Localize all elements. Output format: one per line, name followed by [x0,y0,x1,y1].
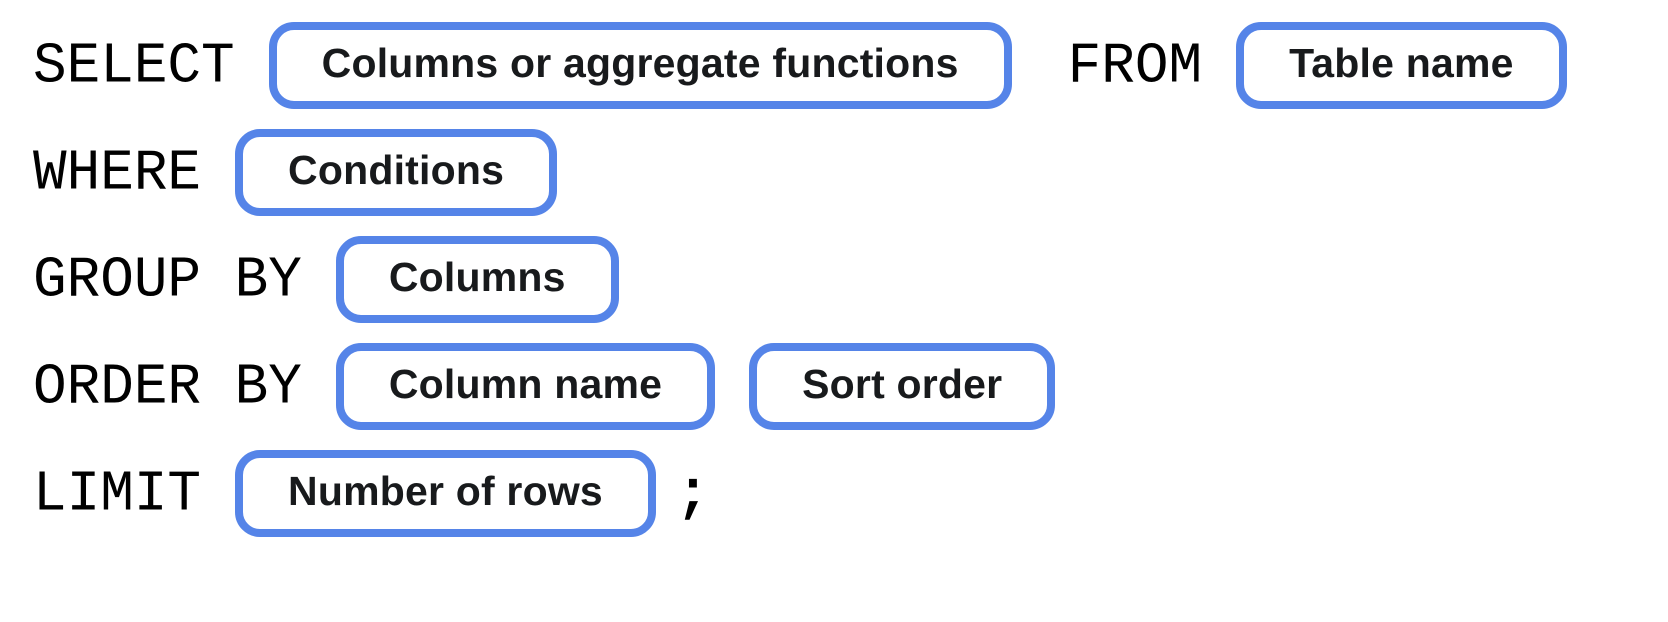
keyword-group-by: GROUP BY [33,246,302,313]
placeholder-chip-conditions: Conditions [235,129,558,216]
sql-line-select: SELECT Columns or aggregate functions FR… [33,22,1668,109]
keyword-where: WHERE [33,139,202,206]
sql-line-limit: LIMIT Number of rows ; [33,450,1668,537]
sql-query-syntax-diagram: SELECT Columns or aggregate functions FR… [33,22,1668,537]
placeholder-chip-number-of-rows: Number of rows [235,450,656,537]
keyword-from: FROM [1067,32,1203,99]
keyword-semicolon: ; [675,460,710,527]
placeholder-chip-column-name: Column name [335,343,716,430]
keyword-order-by: ORDER BY [33,353,302,420]
sql-line-where: WHERE Conditions [33,129,1668,216]
placeholder-chip-sort-order: Sort order [749,343,1056,430]
placeholder-chip-columns-or-aggregate-functions: Columns or aggregate functions [268,22,1012,109]
keyword-select: SELECT [33,32,235,99]
placeholder-chip-columns: Columns [335,236,619,323]
sql-line-order-by: ORDER BY Column name Sort order [33,343,1668,430]
keyword-limit: LIMIT [33,460,202,527]
sql-line-group-by: GROUP BY Columns [33,236,1668,323]
placeholder-chip-table-name: Table name [1236,22,1567,109]
